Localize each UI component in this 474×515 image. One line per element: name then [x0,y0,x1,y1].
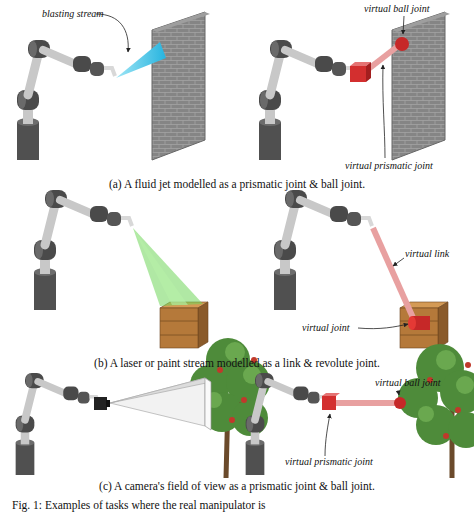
callout-label: virtual prismatic joint [285,456,373,467]
callout-label: virtual link [405,248,449,259]
callout-label: virtual joint [302,322,350,333]
callout-label: blasting stream [42,8,104,19]
callout-label: virtual ball joint [364,3,430,14]
subfigure-caption: (c) A camera's field of view as a prisma… [0,480,474,492]
figure-caption: Fig. 1: Examples of tasks where the real… [12,499,266,511]
subfigure-caption: (a) A fluid jet modelled as a prismatic … [0,178,474,190]
callout-label: virtual prismatic joint [345,160,433,171]
callout-label: virtual ball joint [375,377,441,388]
subfigure-caption: (b) A laser or paint stream modelled as … [0,357,474,369]
